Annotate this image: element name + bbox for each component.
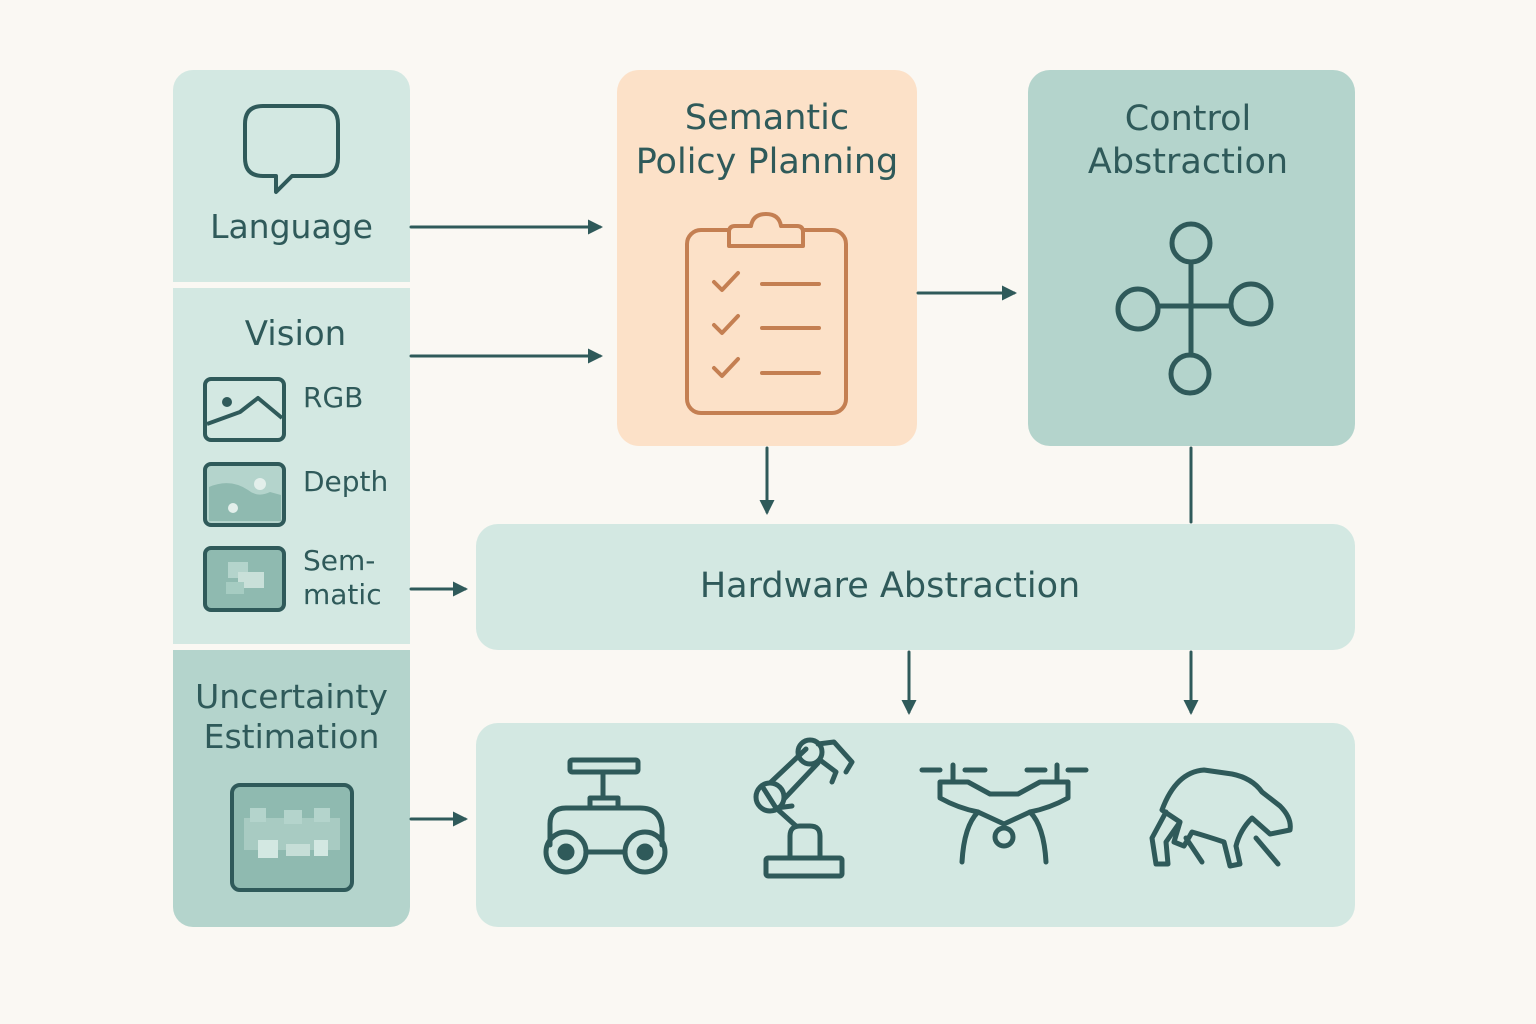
clipboard-checklist-icon <box>685 212 848 415</box>
depth-map-icon <box>203 462 286 527</box>
uncertainty-label-line1: Uncertainty <box>195 677 388 716</box>
control-title-line1: Control <box>1124 99 1252 139</box>
semantic-policy-panel <box>617 70 917 446</box>
vision-label: Vision <box>244 314 347 354</box>
quadruped-robot-icon <box>1149 767 1293 869</box>
robots-panel <box>476 723 1355 927</box>
uncertainty-label-line2: Estimation <box>203 717 380 756</box>
control-abstraction-panel <box>1028 70 1355 446</box>
image-icon <box>203 377 286 442</box>
uncertainty-map-icon <box>230 783 354 892</box>
node-graph-icon <box>1115 221 1274 396</box>
depth-label: Depth <box>303 465 389 498</box>
control-title-line2: Abstraction <box>1087 142 1289 182</box>
rgb-label: RGB <box>303 381 364 414</box>
hardware-abstraction-panel <box>476 524 1355 650</box>
semantic-map-icon <box>203 546 286 612</box>
semantic-label-line2: matic <box>303 578 382 611</box>
speech-bubble-icon <box>243 104 340 194</box>
robot-arm-icon <box>753 737 855 879</box>
language-label: Language <box>210 207 373 246</box>
semantic-label-line1: Sem- <box>303 544 376 577</box>
wheeled-robot-icon <box>543 757 668 875</box>
semantic-policy-title-line2: Policy Planning <box>635 142 899 182</box>
semantic-policy-title-line1: Semantic <box>684 98 850 138</box>
drone-icon <box>919 762 1089 865</box>
hardware-title: Hardware Abstraction <box>699 566 1081 606</box>
